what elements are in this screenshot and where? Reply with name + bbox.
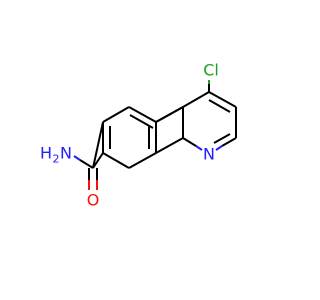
structure-diagram: Cl N O N H 2 — [40, 61, 237, 210]
atom-oxygen: O — [87, 191, 100, 210]
bond-ring-carbonyl — [92, 121, 104, 169]
bond-c8-c8a — [102, 152, 130, 169]
atom-amide-hydrogen: H — [40, 144, 52, 163]
bond-c6-c7 — [102, 106, 130, 123]
bond-carbonyl-n-colored — [73, 155, 81, 161]
atom-chlorine: Cl — [203, 61, 219, 80]
bond-c5-c6 — [128, 106, 157, 123]
pyridine-ring — [155, 91, 237, 154]
bond-carbonyl-n — [79, 159, 94, 169]
structure-canvas: Cl N O N H 2 — [40, 61, 237, 210]
bond-c2-n1-n — [215, 145, 223, 151]
bond-c8a-c8 — [128, 152, 157, 169]
atom-amide-hydrogen-count: 2 — [53, 153, 60, 166]
atom-ring-nitrogen: N — [203, 145, 215, 164]
bond-c8a-fused — [155, 137, 184, 154]
bond-c4a-c4 — [182, 91, 210, 108]
atom-amide-nitrogen: N — [60, 144, 72, 163]
bond-c5-c6-inner — [129, 114, 154, 129]
bond-n1-c8a-n — [195, 145, 203, 151]
bond-c2-n1-inner — [213, 133, 231, 144]
bond-c2-n1 — [221, 137, 237, 147]
benzene-ring — [102, 106, 184, 169]
bond-c4-c3-inner — [208, 99, 231, 113]
bond-c4-c3 — [208, 91, 237, 108]
bond-n1-c8a — [182, 137, 197, 147]
bond-carbonyl-ring — [92, 152, 104, 169]
bond-c4a-fused — [155, 106, 184, 123]
